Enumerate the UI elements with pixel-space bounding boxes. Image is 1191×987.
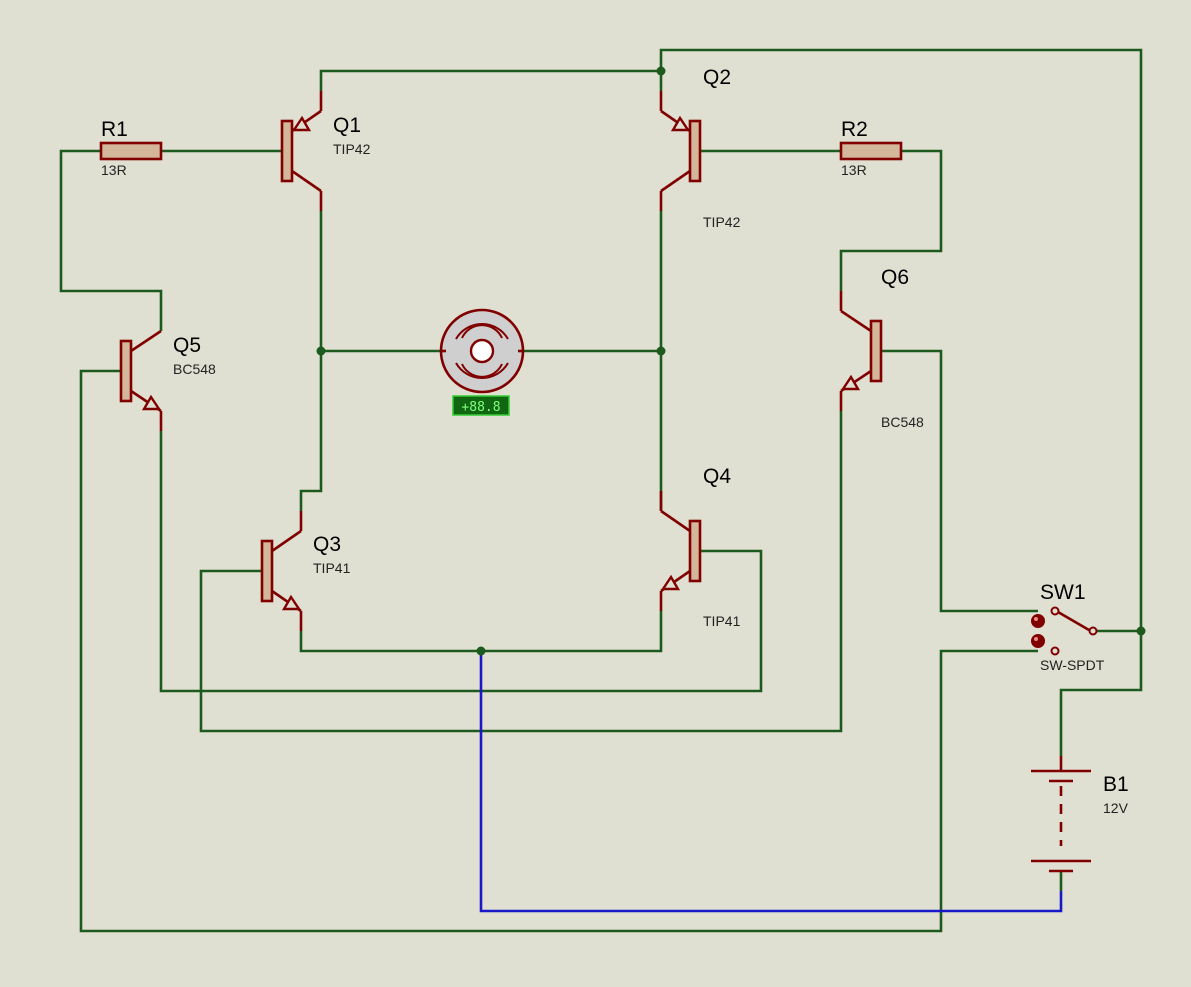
wire-q5base-sw[interactable]: [79, 369, 1038, 933]
transistor-q3[interactable]: Q3 TIP41: [260, 511, 351, 631]
switch-actuator-bottom[interactable]: [1031, 634, 1045, 648]
junction-dot: [656, 66, 666, 76]
npn-transistor-icon: [839, 291, 883, 411]
sw1-ref: SW1: [1040, 581, 1086, 604]
battery-icon: [1031, 756, 1091, 873]
motor-readout: +88.8: [461, 400, 500, 415]
wire-q3-q4-emitters[interactable]: [299, 611, 663, 653]
wire-q1-q3[interactable]: [299, 211, 323, 511]
wire-q4base-q5emitter[interactable]: [159, 431, 763, 693]
junction-dot: [1136, 626, 1146, 636]
q6-ref: Q6: [881, 266, 909, 289]
wire-vcc-top[interactable]: [319, 69, 663, 91]
r1-value: 13R: [101, 162, 127, 178]
wire-ground[interactable]: [479, 651, 1063, 913]
transistor-q5[interactable]: Q5 BC548: [119, 329, 216, 431]
junction-dot: [476, 646, 486, 656]
q2-value: TIP42: [703, 214, 741, 230]
pnp-transistor-icon: [659, 91, 702, 211]
q6-value: BC548: [881, 414, 924, 430]
junctions: [316, 66, 1146, 656]
npn-transistor-icon: [260, 511, 303, 631]
b1-value: 12V: [1103, 800, 1129, 816]
r2-ref: R2: [841, 118, 868, 141]
transistor-q4[interactable]: Q4 TIP41: [659, 465, 741, 629]
b1-ref: B1: [1103, 773, 1129, 796]
resistor-icon: [99, 141, 163, 161]
q4-value: TIP41: [703, 613, 741, 629]
switch-actuator-top[interactable]: [1031, 614, 1045, 628]
switch-sw1[interactable]: SW1 SW-SPDT: [1031, 581, 1105, 673]
battery-b1[interactable]: B1 12V: [1031, 756, 1129, 873]
transistor-q1[interactable]: Q1 TIP42: [280, 91, 371, 211]
r1-ref: R1: [101, 118, 128, 141]
motor-readout-box: [452, 395, 510, 416]
pnp-transistor-icon: [280, 91, 323, 211]
junction-dot: [316, 346, 326, 356]
transistor-q6[interactable]: Q6 BC548: [839, 266, 924, 430]
q4-ref: Q4: [703, 465, 731, 488]
wire-q3base-q6emitter[interactable]: [199, 411, 843, 733]
q1-value: TIP42: [333, 141, 371, 157]
q5-ref: Q5: [173, 334, 201, 357]
wire-supply-rail[interactable]: [659, 48, 1143, 756]
npn-transistor-icon: [119, 329, 163, 431]
spdt-switch-icon: [1031, 606, 1098, 656]
wires: [59, 48, 1143, 933]
wire-q6base-sw[interactable]: [881, 349, 1038, 613]
q1-ref: Q1: [333, 114, 361, 137]
resistor-r2[interactable]: R2 13R: [839, 118, 903, 178]
resistor-r1[interactable]: R1 13R: [99, 118, 163, 178]
q5-value: BC548: [173, 361, 216, 377]
resistor-icon: [839, 141, 903, 161]
wire-r2-right[interactable]: [839, 149, 943, 291]
wire-r1-left[interactable]: [59, 149, 163, 331]
r2-value: 13R: [841, 162, 867, 178]
q3-value: TIP41: [313, 560, 351, 576]
npn-transistor-icon: [659, 491, 702, 611]
q3-ref: Q3: [313, 533, 341, 556]
junction-dot: [656, 346, 666, 356]
dc-motor[interactable]: +88.8: [439, 308, 525, 416]
transistor-q2[interactable]: Q2 TIP42: [659, 66, 741, 230]
dc-motor-icon: [439, 308, 525, 394]
q2-ref: Q2: [703, 66, 731, 89]
sw1-value: SW-SPDT: [1040, 657, 1105, 673]
